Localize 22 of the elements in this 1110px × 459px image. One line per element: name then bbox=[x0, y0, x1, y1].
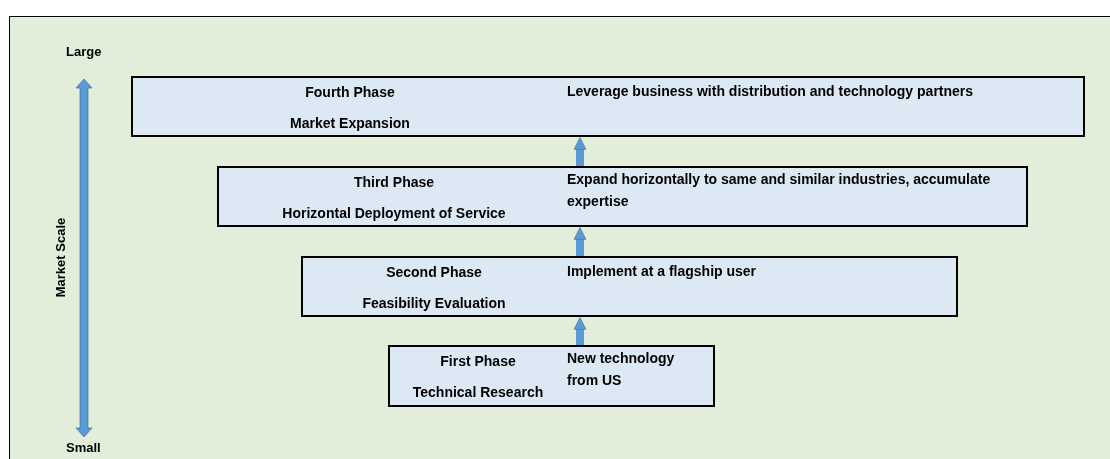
phase-subtitle: Market Expansion bbox=[289, 114, 411, 132]
phase-description: Leverage business with distribution and technology partners bbox=[567, 82, 975, 101]
arrow bbox=[573, 227, 587, 256]
phase-title: Third Phase bbox=[352, 173, 436, 191]
phase-title: Second Phase bbox=[385, 263, 483, 281]
phase-box bbox=[131, 76, 1085, 137]
phase-box bbox=[388, 345, 715, 407]
arrow bbox=[573, 317, 587, 345]
phase-title: First Phase bbox=[439, 352, 517, 370]
phase-box bbox=[301, 256, 958, 317]
axis-label: Market Scale bbox=[52, 217, 68, 298]
arrow bbox=[573, 137, 587, 166]
scale-label: Small bbox=[66, 440, 101, 455]
phase-box bbox=[217, 166, 1028, 227]
phase-description: Expand horizontally to same and similar industries, accumulate expertise bbox=[567, 170, 992, 211]
phase-subtitle: Technical Research bbox=[411, 383, 545, 401]
scale-label: Large bbox=[66, 44, 102, 59]
phase-subtitle: Horizontal Deployment of Service bbox=[281, 204, 507, 222]
phase-description: Implement at a flagship user bbox=[567, 262, 758, 281]
phase-title: Fourth Phase bbox=[304, 83, 396, 101]
phase-description: New technology from US bbox=[567, 349, 676, 390]
phase-subtitle: Feasibility Evaluation bbox=[361, 294, 507, 312]
